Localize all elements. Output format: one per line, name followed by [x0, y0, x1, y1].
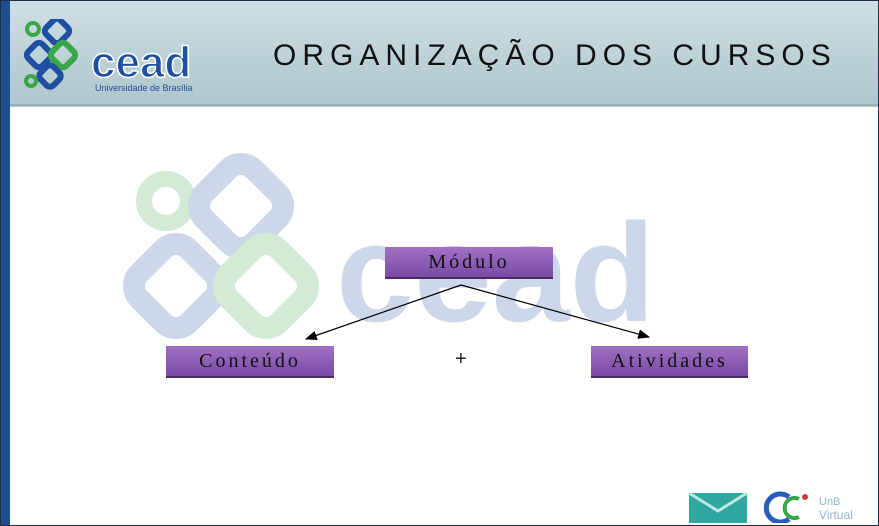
modulo-box: Módulo: [385, 247, 553, 279]
logo-subtitle: Universidade de Brasília: [95, 83, 193, 93]
modulo-label: Módulo: [428, 250, 510, 273]
envelope-icon: [689, 491, 748, 523]
atividades-label: Atividades: [611, 349, 728, 372]
conteudo-box: Conteúdo: [166, 346, 334, 378]
arrow-to-conteudo: [304, 284, 462, 340]
cead-logo: cead Universidade de Brasília: [23, 19, 193, 93]
cead-logo-mark-icon: [23, 19, 79, 90]
conteudo-label: Conteúdo: [199, 349, 301, 372]
arrow-to-atividades: [460, 284, 651, 339]
left-accent-bar: [1, 1, 10, 525]
unb-virtual-logo: UnB Virtual: [689, 491, 853, 523]
footer-logo-text-1: UnB: [819, 496, 840, 508]
unb-swirl-icon: [763, 491, 808, 523]
header-band: [1, 1, 878, 107]
atividades-box: Atividades: [591, 346, 748, 378]
plus-sign: +: [455, 348, 467, 370]
footer-logo-text-2: Virtual: [819, 508, 853, 522]
header-divider: [10, 104, 878, 106]
logo-text: cead: [91, 38, 191, 87]
page-title: ORGANIZAÇÃO DOS CURSOS: [273, 39, 837, 72]
